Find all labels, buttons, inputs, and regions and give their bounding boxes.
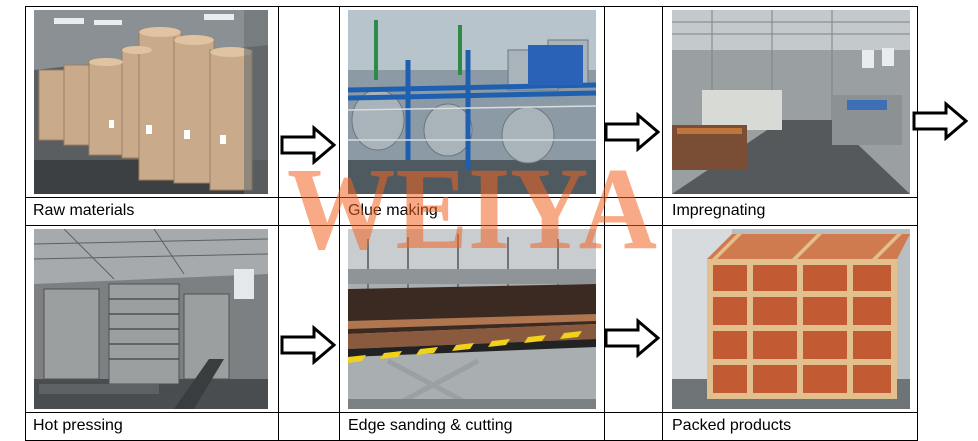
edge-sanding-photo bbox=[348, 229, 596, 409]
right-arrow-icon bbox=[912, 101, 968, 141]
caption-cell-raw-materials bbox=[25, 197, 279, 226]
hot-pressing-photo bbox=[34, 229, 268, 409]
raw-materials-photo bbox=[34, 10, 268, 194]
caption-cell-edge-sanding bbox=[339, 412, 605, 441]
caption-impregnating: Impregnating bbox=[672, 202, 766, 219]
caption-glue-making: Glue making bbox=[348, 202, 438, 219]
arrow-cell-2 bbox=[604, 6, 663, 198]
right-arrow-icon bbox=[280, 125, 336, 165]
caption-packed-products: Packed products bbox=[672, 417, 792, 434]
arrow-cell-3 bbox=[278, 225, 340, 413]
right-arrow-icon bbox=[604, 318, 660, 358]
arrow-cell-4 bbox=[604, 225, 663, 413]
packed-products-photo bbox=[672, 229, 910, 409]
caption-cell-packed-products bbox=[662, 412, 918, 441]
glue-making-photo bbox=[348, 10, 596, 194]
right-arrow-icon bbox=[604, 112, 660, 152]
caption-spacer-2 bbox=[604, 197, 663, 226]
arrow-cell-1 bbox=[278, 6, 340, 198]
caption-spacer-1 bbox=[278, 197, 340, 226]
caption-raw-materials: Raw materials bbox=[33, 202, 135, 219]
caption-hot-pressing: Hot pressing bbox=[33, 417, 123, 434]
right-arrow-icon bbox=[280, 325, 336, 365]
impregnating-photo bbox=[672, 10, 910, 194]
caption-edge-sanding: Edge sanding & cutting bbox=[348, 417, 513, 434]
caption-spacer-3 bbox=[278, 412, 340, 441]
caption-spacer-4 bbox=[604, 412, 663, 441]
